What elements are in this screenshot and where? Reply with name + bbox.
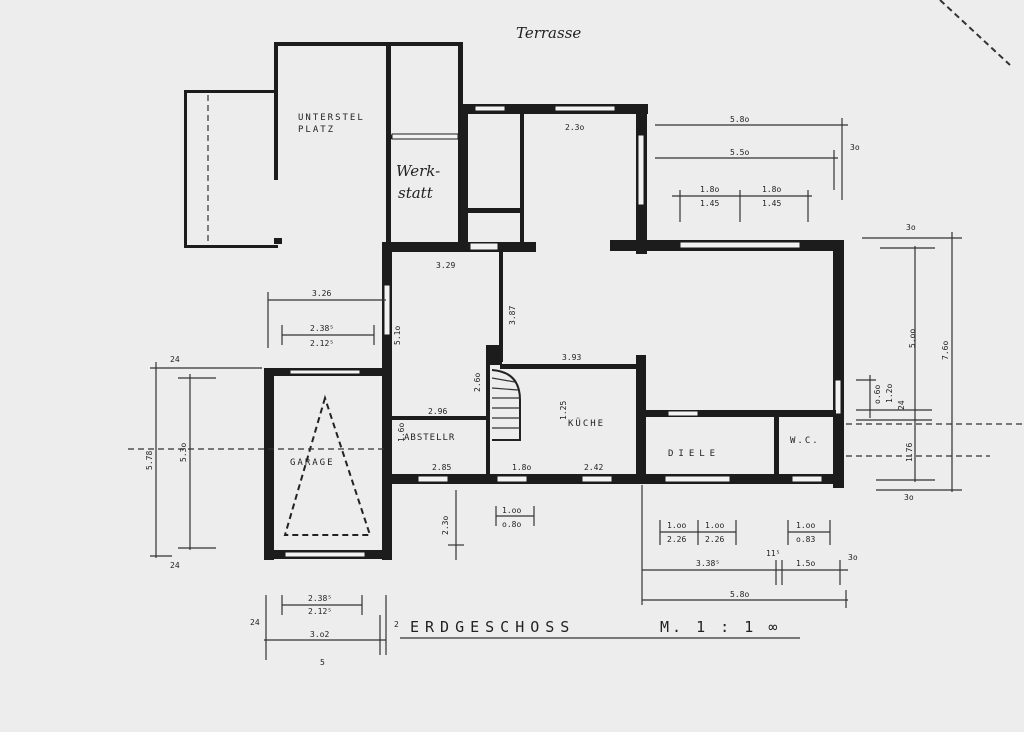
staircase	[491, 369, 521, 441]
dim-160: 1.6o	[397, 423, 406, 442]
dim-5: 5	[320, 658, 325, 667]
label-garage: GARAGE	[290, 458, 335, 468]
dim-100-c: 1.oo	[705, 521, 724, 530]
dim-145-b: 1.45	[762, 199, 781, 208]
dim-530: 5.3o	[179, 443, 188, 462]
dim-2: 2	[394, 620, 399, 629]
dim-578: 5.78	[145, 451, 154, 470]
dim-100-a: 1.oo	[502, 506, 521, 515]
label-terrasse: Terrasse	[516, 24, 581, 42]
carport-outline	[184, 42, 462, 248]
dim-226-b: 2.26	[705, 535, 724, 544]
dim-2125-a: 2.12⁵	[310, 339, 334, 348]
dim-180-b: 1.8o	[762, 185, 781, 194]
dim-24-b: 24	[170, 561, 180, 570]
werkstatt-walls	[386, 42, 463, 249]
dim-30-r: 3o	[848, 553, 858, 562]
dim-326: 3.26	[312, 289, 331, 298]
label-kueche: KÜCHE	[568, 418, 605, 429]
dim-100-b: 1.oo	[667, 521, 686, 530]
label-werkstatt-2: statt	[398, 184, 434, 202]
dim-080: o.8o	[502, 520, 521, 529]
dimension-chains-left	[128, 362, 386, 558]
dim-24-a: 24	[170, 355, 180, 364]
dim-120: 1.2o	[885, 384, 894, 403]
dim-180-a: 1.8o	[700, 185, 719, 194]
label-unterstellplatz-1: UNTERSTEL	[298, 113, 365, 123]
dim-500: 5.oo	[908, 329, 917, 348]
dimension-chains-top	[267, 118, 848, 348]
dim-510: 5.1o	[393, 326, 402, 345]
dim-242: 2.42	[584, 463, 603, 472]
plan-scale: M. 1 : 1 ∞	[660, 618, 780, 636]
dim-30-rt: 3o	[906, 223, 916, 232]
dim-30-rb: 3o	[904, 493, 914, 502]
label-abstellraum: ABSTELLR	[404, 433, 455, 443]
garage-walls	[264, 368, 392, 560]
dimension-chains-garage-bottom	[264, 595, 387, 660]
dim-24-d: 24	[897, 400, 906, 410]
dim-2385-a: 2.38⁵	[310, 324, 334, 333]
dimension-chains-bottom	[448, 485, 848, 608]
dim-083: o.83	[796, 535, 815, 544]
dim-150: 1.5o	[796, 559, 815, 568]
dim-393: 3.93	[562, 353, 581, 362]
dim-230-b: 2.3o	[441, 516, 450, 535]
dim-580-top: 5.8o	[730, 115, 749, 124]
dim-100-d: 1.oo	[796, 521, 815, 530]
dim-30-top: 3o	[850, 143, 860, 152]
house-inner-walls	[382, 242, 844, 484]
dim-285: 2.85	[432, 463, 451, 472]
dim-226-a: 2.26	[667, 535, 686, 544]
dim-296: 2.96	[428, 407, 447, 416]
dim-260: 2.6o	[473, 373, 482, 392]
dim-24-c: 24	[250, 618, 260, 627]
label-unterstellplatz-2: PLATZ	[298, 125, 335, 135]
label-diele: DIELE	[668, 449, 720, 459]
dim-145-a: 1.45	[700, 199, 719, 208]
dim-329: 3.29	[436, 261, 455, 270]
dim-2125-b: 2.12⁵	[308, 607, 332, 616]
dim-180-c: 1.8o	[512, 463, 531, 472]
label-werkstatt-1: Werk-	[396, 162, 440, 180]
dimension-chains-right	[846, 232, 1024, 492]
dim-387: 3.87	[508, 306, 517, 325]
dim-3385: 3.38⁵	[696, 559, 720, 568]
dim-550-top: 5.5o	[730, 148, 749, 157]
dim-125: 1.25	[559, 401, 568, 420]
dim-176: 1.76	[905, 443, 914, 462]
dim-115: 11⁵	[766, 549, 780, 558]
plan-title: ERDGESCHOSS	[410, 618, 575, 636]
dim-230: 2.3o	[565, 123, 584, 132]
label-wc: W.C.	[790, 436, 820, 446]
dim-060: o.6o	[873, 385, 882, 404]
corner-mark	[939, 0, 1011, 66]
dim-302: 3.o2	[310, 630, 329, 639]
dim-580-bot: 5.8o	[730, 590, 749, 599]
dim-760: 7.6o	[941, 341, 950, 360]
dim-2385-b: 2.38⁵	[308, 594, 332, 603]
house-upper-walls	[386, 104, 844, 488]
